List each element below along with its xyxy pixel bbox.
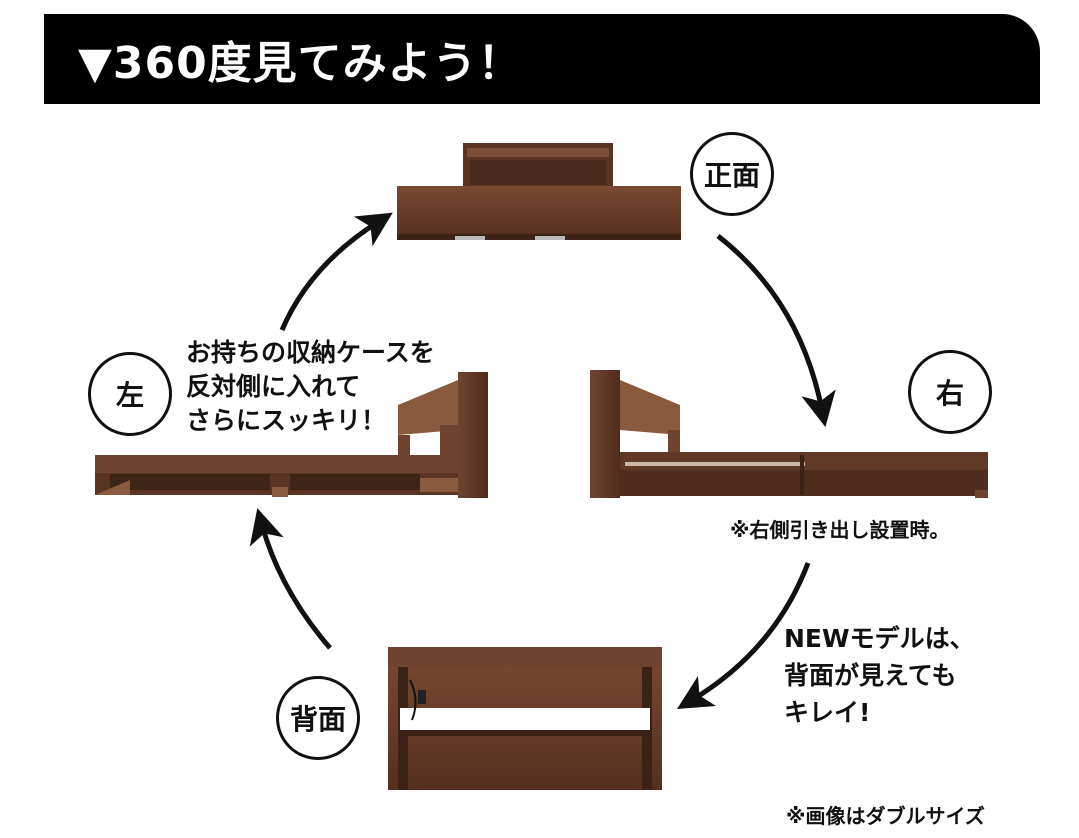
- section-header: ▼360度見てみよう！: [44, 14, 1040, 104]
- arrow-left-to-front: [279, 212, 393, 331]
- left-note-line: お持ちの収納ケースを: [186, 338, 435, 367]
- section-title: ▼360度見てみよう！: [78, 38, 523, 89]
- bed-left-view: [95, 372, 488, 498]
- back-note-line: 背面が見えても: [784, 661, 957, 690]
- arrow-back-to-left: [249, 508, 332, 650]
- arrow-right-to-back: [677, 562, 811, 710]
- right-drawer-note: ※右側引き出し設置時。: [730, 518, 950, 542]
- left-note-line: さらにスッキリ！: [186, 406, 387, 435]
- left-note-line: 反対側に入れて: [186, 372, 361, 401]
- bed-front-view: [397, 143, 681, 240]
- bed-back-view: [388, 647, 662, 790]
- back-note-line: NEWモデルは、: [784, 624, 975, 653]
- left-view-label: 左: [88, 352, 172, 436]
- back-view-label: 背面: [276, 676, 360, 760]
- front-view-label: 正面: [690, 132, 774, 216]
- arrow-front-to-right: [716, 234, 836, 428]
- left-note: お持ちの収納ケースを 反対側に入れて さらにスッキリ！: [186, 336, 435, 438]
- bed-right-view: [590, 370, 988, 498]
- right-view-label: 右: [908, 350, 992, 434]
- back-note-line: キレイ!: [784, 698, 871, 727]
- image-size-footnote: ※画像はダブルサイズ: [786, 804, 985, 828]
- back-note: NEWモデルは、 背面が見えても キレイ!: [784, 620, 975, 731]
